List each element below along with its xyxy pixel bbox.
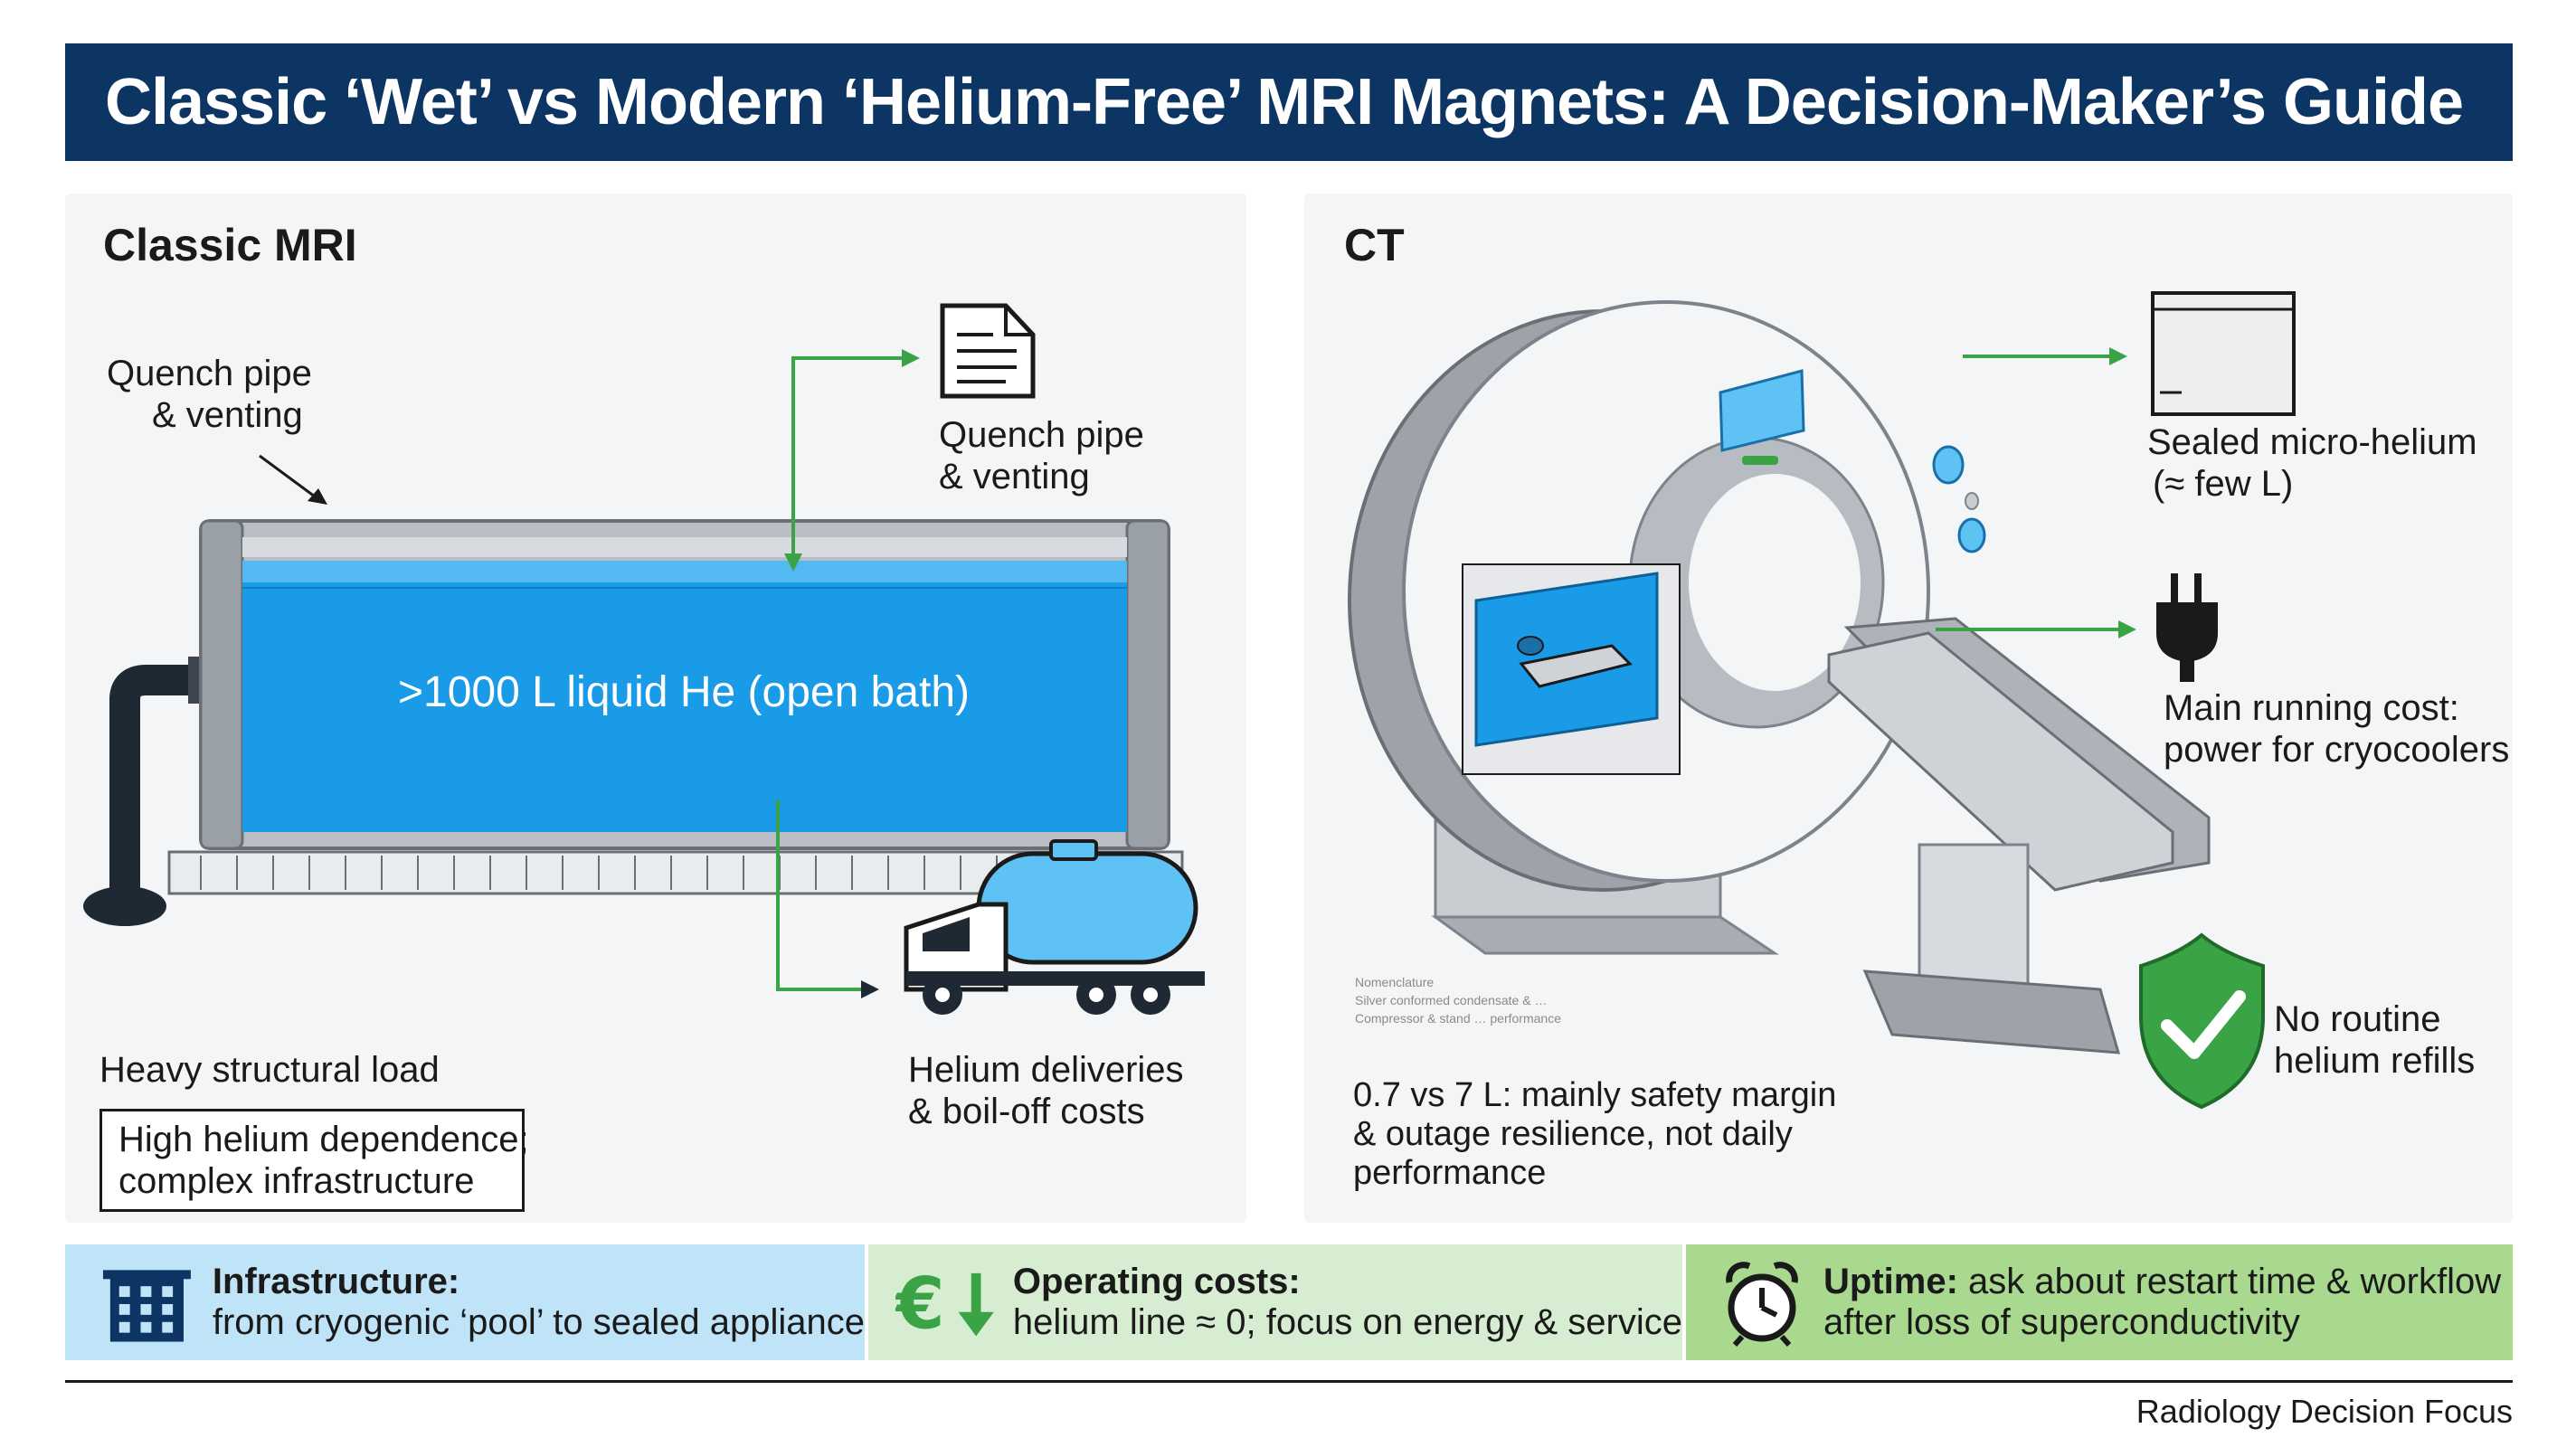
- strip-uptime-text-2: after loss of superconductivity: [1823, 1302, 2300, 1342]
- strip-uptime-title: Uptime:: [1823, 1262, 1958, 1301]
- strip-uptime-text: ask about restart time & workflow: [1968, 1262, 2502, 1301]
- page-title: Classic ‘Wet’ vs Modern ‘Helium-Free’ MR…: [105, 66, 2464, 138]
- quench-pointer-arrow: [259, 454, 319, 501]
- patient-table: [1827, 617, 2211, 1055]
- strip-infrastructure-title: Infrastructure:: [212, 1262, 460, 1301]
- alarm-clock-icon: [1726, 1262, 1798, 1347]
- strip-operating-costs-text: helium line ≈ 0; focus on energy & servi…: [1012, 1302, 1682, 1342]
- svg-text:€: €: [895, 1263, 945, 1346]
- strip-uptime: Uptime: ask about restart time & workflo…: [1686, 1244, 2513, 1360]
- building-icon: [102, 1270, 191, 1342]
- footer-divider: [65, 1380, 2513, 1383]
- euro-down-icon: €: [895, 1263, 994, 1346]
- quench-label-right: Quench pipe & venting: [939, 415, 1144, 497]
- helium-deliveries-label: Helium deliveries & boil-off costs: [908, 1050, 1184, 1131]
- helium-dependence-box: High helium dependence; complex infrastr…: [99, 1109, 529, 1212]
- gantry-display-icon: [1719, 369, 1805, 465]
- power-plug-icon: [2156, 573, 2218, 682]
- helium-free-scanner-illustration: [1348, 291, 2296, 1110]
- shield-check-icon: [2139, 932, 2265, 1110]
- safety-margin-label: 0.7 vs 7 L: mainly safety margin & outag…: [1353, 1076, 1837, 1192]
- gantry-button-icon: [1932, 445, 1965, 485]
- delivery-flow-arrow: [776, 799, 870, 991]
- helium-pool: [242, 561, 1127, 832]
- quench-pipe-base: [83, 886, 166, 926]
- small-note: Nomenclature Silver conformed condensate…: [1355, 975, 1561, 1026]
- quench-flow-arrow: [791, 356, 911, 563]
- quench-pointer-arrowhead: [308, 488, 327, 505]
- classic-mri-heading: Classic MRI: [103, 220, 357, 270]
- footer-label: Radiology Decision Focus: [2136, 1393, 2513, 1430]
- ct-heading: CT: [1344, 220, 1405, 270]
- sealed-cryostat-cutaway: [1462, 563, 1681, 775]
- no-refills-label: No routine helium refills: [2274, 999, 2476, 1081]
- strip-infrastructure-text: from cryogenic ‘pool’ to sealed applianc…: [212, 1302, 865, 1342]
- classic-mri-illustration: [83, 303, 1205, 1015]
- sealed-micro-helium-label: Sealed micro-helium (≈ few L): [2147, 422, 2477, 504]
- quench-label-left: Quench pipe & venting: [107, 354, 312, 435]
- strip-infrastructure: Infrastructure: from cryogenic ‘pool’ to…: [65, 1244, 865, 1360]
- structural-load-label: Heavy structural load: [99, 1050, 440, 1090]
- title-banner: Classic ‘Wet’ vs Modern ‘Helium-Free’ MR…: [65, 43, 2513, 161]
- helium-pool-label: >1000 L liquid He (open bath): [398, 668, 971, 716]
- strip-operating-costs: € Operating costs: helium line ≈ 0; focu…: [868, 1244, 1682, 1360]
- quench-pipe: [109, 665, 201, 890]
- sealed-cryostat-icon: [2151, 291, 2296, 416]
- running-cost-label: Main running cost: power for cryocoolers: [2164, 688, 2510, 770]
- document-icon: [940, 303, 1036, 399]
- strip-operating-costs-title: Operating costs:: [1012, 1262, 1301, 1301]
- tanker-truck-icon: [904, 839, 1205, 1015]
